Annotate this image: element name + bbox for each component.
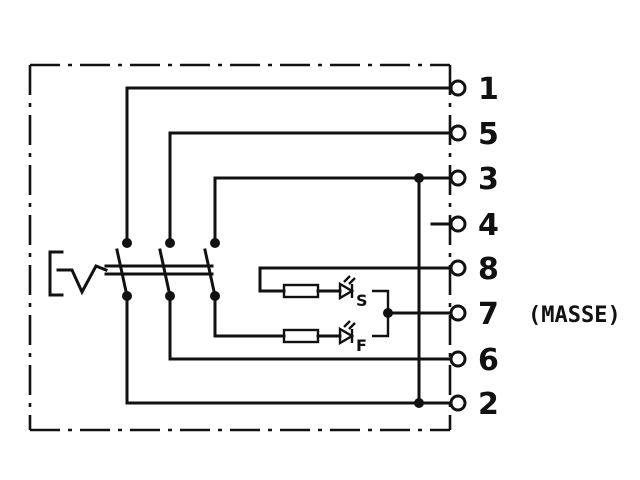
terminal-2: 2: [449, 387, 499, 422]
indicator-lamp-upper: S: [338, 275, 368, 310]
terminal-5-label: 5: [478, 117, 499, 152]
terminal-8: 8: [449, 252, 499, 287]
indicator-lamp-lower: F: [338, 320, 367, 355]
terminal-5: 5: [449, 117, 499, 152]
terminal-7-label: 7: [478, 297, 499, 332]
terminal-1: 1: [449, 72, 499, 107]
enclosure-outline: [28, 63, 452, 432]
terminal-8-label: 8: [478, 252, 499, 287]
resistor-upper: [282, 283, 320, 299]
switch-poles: [115, 86, 220, 405]
wiring: [125, 86, 452, 408]
terminal-6: 6: [449, 343, 499, 378]
resistor-lower: [282, 328, 320, 344]
terminal-1-label: 1: [478, 72, 499, 107]
terminal-6-label: 6: [478, 343, 499, 378]
lamp-lower-label: F: [356, 336, 367, 355]
terminal-3-label: 3: [478, 162, 499, 197]
terminal-2-label: 2: [478, 387, 499, 422]
lamp-upper-label: S: [356, 291, 368, 310]
terminal-4: 4: [449, 208, 499, 243]
terminal-7: 7: [449, 297, 499, 332]
terminal-4-label: 4: [478, 208, 499, 243]
actuator: [48, 250, 214, 297]
terminal-3: 3: [449, 162, 499, 197]
ground-note: (MASSE): [528, 303, 621, 328]
